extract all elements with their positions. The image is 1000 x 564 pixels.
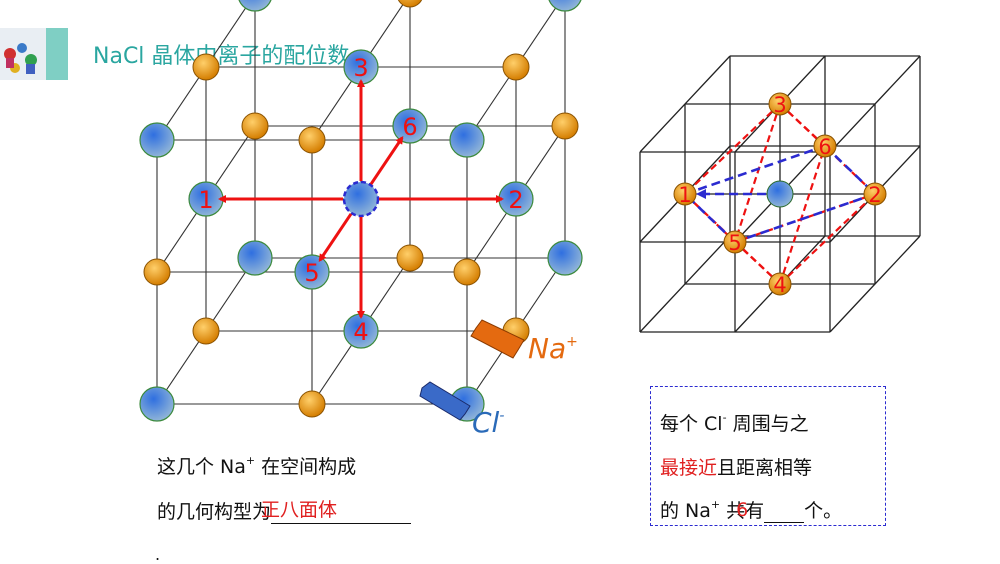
ion-number: 5 <box>304 259 319 287</box>
octahedron-lines <box>684 103 876 285</box>
cl-pointer-arrow <box>419 381 471 421</box>
octahedron-edge <box>684 193 736 243</box>
na-ion <box>768 92 792 116</box>
na-ion <box>453 258 481 286</box>
ion-number: 6 <box>818 135 831 159</box>
octahedron-edge <box>734 192 876 244</box>
left-coordination-arrows <box>218 79 504 319</box>
ion-number: 2 <box>508 186 523 214</box>
cl-ion <box>294 254 330 290</box>
slide-title: NaCl 晶体中离子的配位数 <box>93 44 350 69</box>
cl-ion <box>548 0 582 12</box>
na-ion <box>396 244 424 272</box>
answer-text: 正八面体 <box>261 499 338 521</box>
na-ion <box>298 390 326 418</box>
na-ion <box>143 258 171 286</box>
na-ion <box>813 134 837 158</box>
cl-ion <box>139 386 175 422</box>
coordination-arrow <box>369 135 404 185</box>
cl-ion <box>238 0 272 12</box>
ion-number: 6 <box>402 113 417 141</box>
octahedron-edge <box>824 145 876 195</box>
info-answer-blank: 6 <box>736 499 805 523</box>
cl-ion <box>237 240 273 276</box>
question-line-2: 的几何构型为正八面体 <box>157 497 412 524</box>
octahedron-edge <box>684 144 826 196</box>
ion-number: 3 <box>353 54 368 82</box>
cl-ion <box>547 240 583 276</box>
cl-legend-label: Cl- <box>472 406 504 439</box>
octahedron-edge <box>733 103 782 243</box>
ion-number: 4 <box>773 273 786 297</box>
coordination-arrow <box>318 213 353 263</box>
info-answer-text: 6 <box>736 499 749 521</box>
left-ion-numbers: 1 2 3 4 5 6 <box>198 54 523 346</box>
na-ion <box>863 182 887 206</box>
ion-number: 3 <box>773 93 786 117</box>
na-ion <box>192 53 220 81</box>
na-pointer-arrow <box>470 319 525 359</box>
na-ion <box>192 317 220 345</box>
ion-number: 1 <box>678 183 691 207</box>
na-ion <box>723 230 747 254</box>
info-line-1: 每个 Cl- 周围与之 <box>660 411 809 435</box>
octahedron-edge <box>778 145 827 285</box>
right-octahedron-ions <box>673 92 887 296</box>
central-cl-ion <box>342 180 380 218</box>
cl-ion <box>449 122 485 158</box>
question-line-1: 这几个 Na+ 在空间构成 <box>157 454 357 478</box>
octahedron-edge <box>734 192 876 244</box>
na-ion <box>673 182 697 206</box>
ion-number: 2 <box>868 183 881 207</box>
na-legend-label: Na+ <box>528 332 578 365</box>
na-ion <box>502 53 530 81</box>
ion-number: 4 <box>353 318 368 346</box>
right-ion-numbers: 1 2 3 4 5 6 <box>678 93 881 297</box>
cl-ion <box>392 108 428 144</box>
logo-image <box>0 28 46 80</box>
right-lattice-grid <box>639 55 921 333</box>
na-ion <box>551 112 579 140</box>
cl-ion <box>139 122 175 158</box>
na-ion <box>241 112 269 140</box>
info-line-2: 最接近且距离相等 <box>660 457 813 479</box>
ion-number: 1 <box>198 186 213 214</box>
ion-number: 5 <box>728 231 741 255</box>
answer-blank: 正八面体 <box>261 499 412 524</box>
na-ion <box>397 0 423 8</box>
central-cl-ion <box>766 180 794 208</box>
na-ion <box>768 272 792 296</box>
lattice-line <box>829 55 921 153</box>
na-ion <box>298 126 326 154</box>
trailing-dot: . <box>155 545 161 564</box>
